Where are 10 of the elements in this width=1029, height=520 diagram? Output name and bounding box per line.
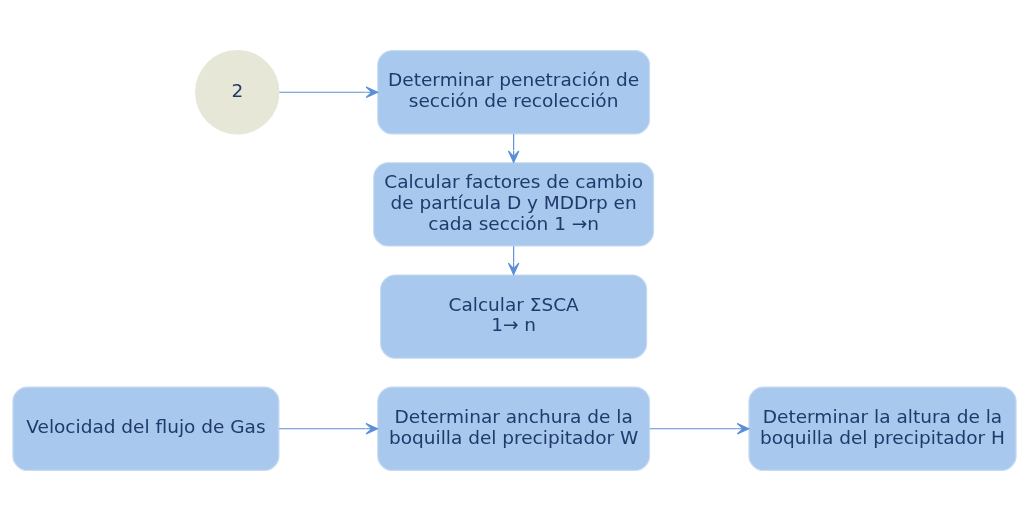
node-box: Determinar penetración de sección de recolección (377, 49, 651, 134)
node-box: Determinar anchura de la boquilla del precipitador W (377, 386, 651, 471)
node-box: Velocidad del flujo de Gas (12, 386, 280, 471)
node-box: Calcular factores de cambio de partícula D y MDDrp en cada sección 1 →n (373, 161, 655, 247)
arrow (278, 422, 379, 435)
node-box: Determinar la altura de la boquilla del precipitador H (748, 386, 1017, 471)
arrow (649, 422, 750, 435)
node-box: Calcular ΣSCA 1→ n (380, 273, 648, 359)
node-circle: 2 (195, 49, 280, 134)
arrow (278, 85, 379, 98)
